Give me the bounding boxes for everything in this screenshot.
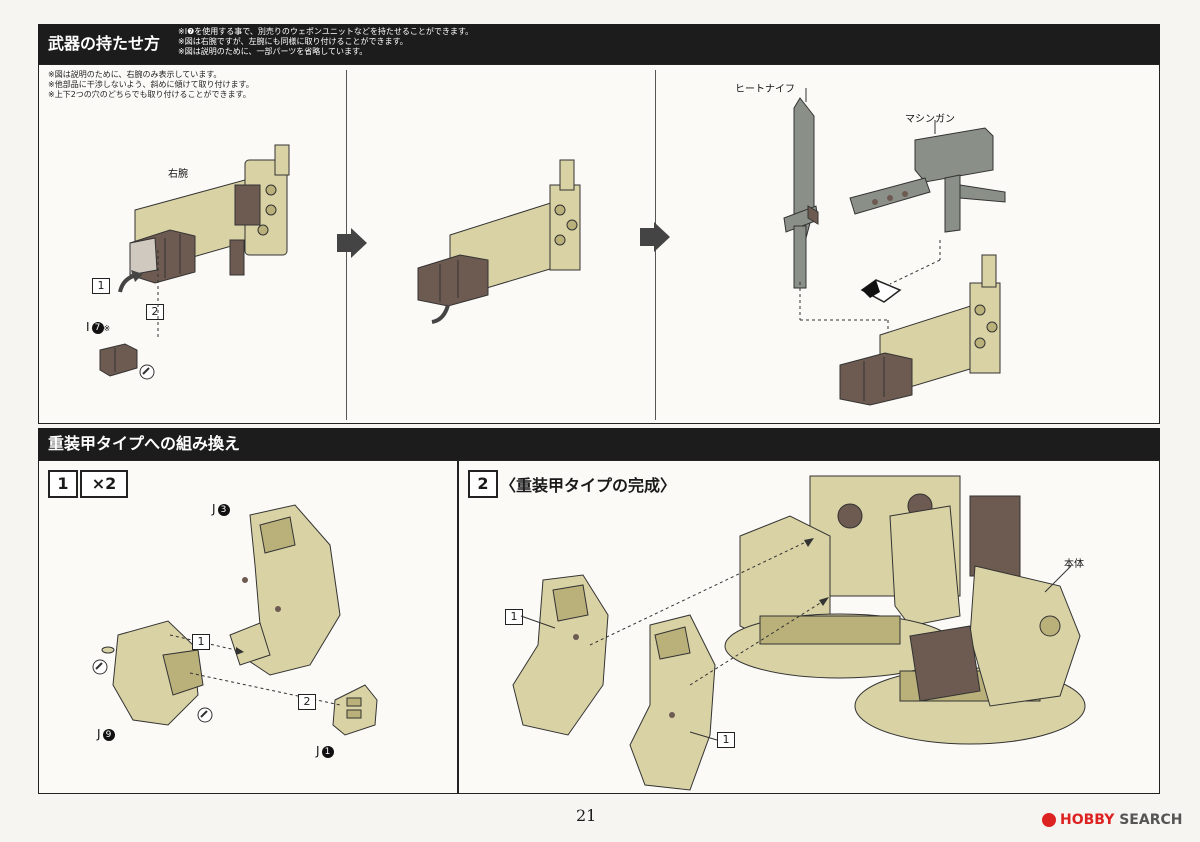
weapon-left-notes: ※図は説明のために、右腕のみ表示しています。 ※他部品に干渉しないよう、斜めに傾… [48,70,254,100]
callout-leader [520,615,556,629]
note-line: ※I❼を使用する事で、別売りのウェポンユニットなどを持たせることができます。 [178,27,474,36]
part-j3-illustration [229,504,341,676]
machine-gun-illustration [849,120,1006,233]
part-number: 9 [102,728,115,741]
section-header-weapon: 武器の持たせ方 [38,24,1160,64]
note-line: ※図は右腕ですが、左腕にも同様に取り付けることができます。 [178,37,408,46]
right-arm-illustration [118,144,290,293]
arm-with-weapon-illustration [839,254,1001,406]
part-number: 7 [91,321,104,334]
part-letter: J [97,727,101,741]
heavy-type-body-illustration [724,475,1086,745]
label-body: 本体 [1064,559,1084,570]
step-badge: 1 [48,470,78,498]
part-letter: J [316,744,320,758]
part-number: 1 [321,745,334,758]
next-arrow-icon [640,222,670,252]
weapon-notes: ※I❼を使用する事で、別売りのウェポンユニットなどを持たせることができます。 ※… [178,27,473,57]
part-note: ※ [103,324,111,333]
armor-part-right-illustration [629,614,716,791]
callout-leader [689,731,718,741]
part-i7-illustration [99,343,155,380]
note-line: ※上下2つの穴のどちらでも取り付けることができます。 [48,90,251,99]
part-letter: I [86,320,90,334]
note-line: ※他部品に干渉しないよう、斜めに傾けて取り付けます。 [48,80,254,89]
section-title-weapon: 武器の持たせ方 [48,34,161,53]
callout-number: 1 [717,732,735,748]
note-line: ※図は説明のために、一部パーツを省略しています。 [178,47,368,56]
label-right-arm: 右腕 [168,169,188,180]
label-machine-gun: マシンガン [905,114,955,125]
step-title-complete: 〈重装甲タイプの完成〉 [500,476,677,495]
section-title-heavy: 重装甲タイプへの組み換え [48,434,241,453]
part-j9-illustration [92,620,213,726]
guide-dash [157,250,159,340]
note-line: ※図は説明のために、右腕のみ表示しています。 [48,70,222,79]
weapon-handle-icon [860,279,902,303]
install-guide-lines [589,538,829,686]
watermark: HOBBY SEARCH [1042,812,1182,828]
step-number: 2 [298,694,316,710]
section-header-heavy: 重装甲タイプへの組み換え [38,428,1160,460]
part-number: 3 [217,503,230,516]
step-number: 1 [192,634,210,650]
armor-part-left-illustration [512,574,609,736]
body-leader [1044,565,1072,593]
label-heat-knife: ヒートナイフ [735,84,795,95]
part-letter: J [212,502,216,516]
step-number: 1 [92,278,110,294]
next-arrow-icon [337,228,367,258]
heat-knife-illustration [783,88,819,289]
arm-attached-illustration [417,159,581,324]
step-number: 2 [146,304,164,320]
watermark-search: SEARCH [1119,812,1183,828]
page-number: 21 [576,806,597,825]
step-badge: 2 [468,470,498,498]
part-j1-illustration [332,684,378,736]
step-multiplier: ×2 [80,470,128,498]
watermark-hobby: HOBBY [1060,812,1115,828]
hobby-logo-icon [1042,813,1056,827]
